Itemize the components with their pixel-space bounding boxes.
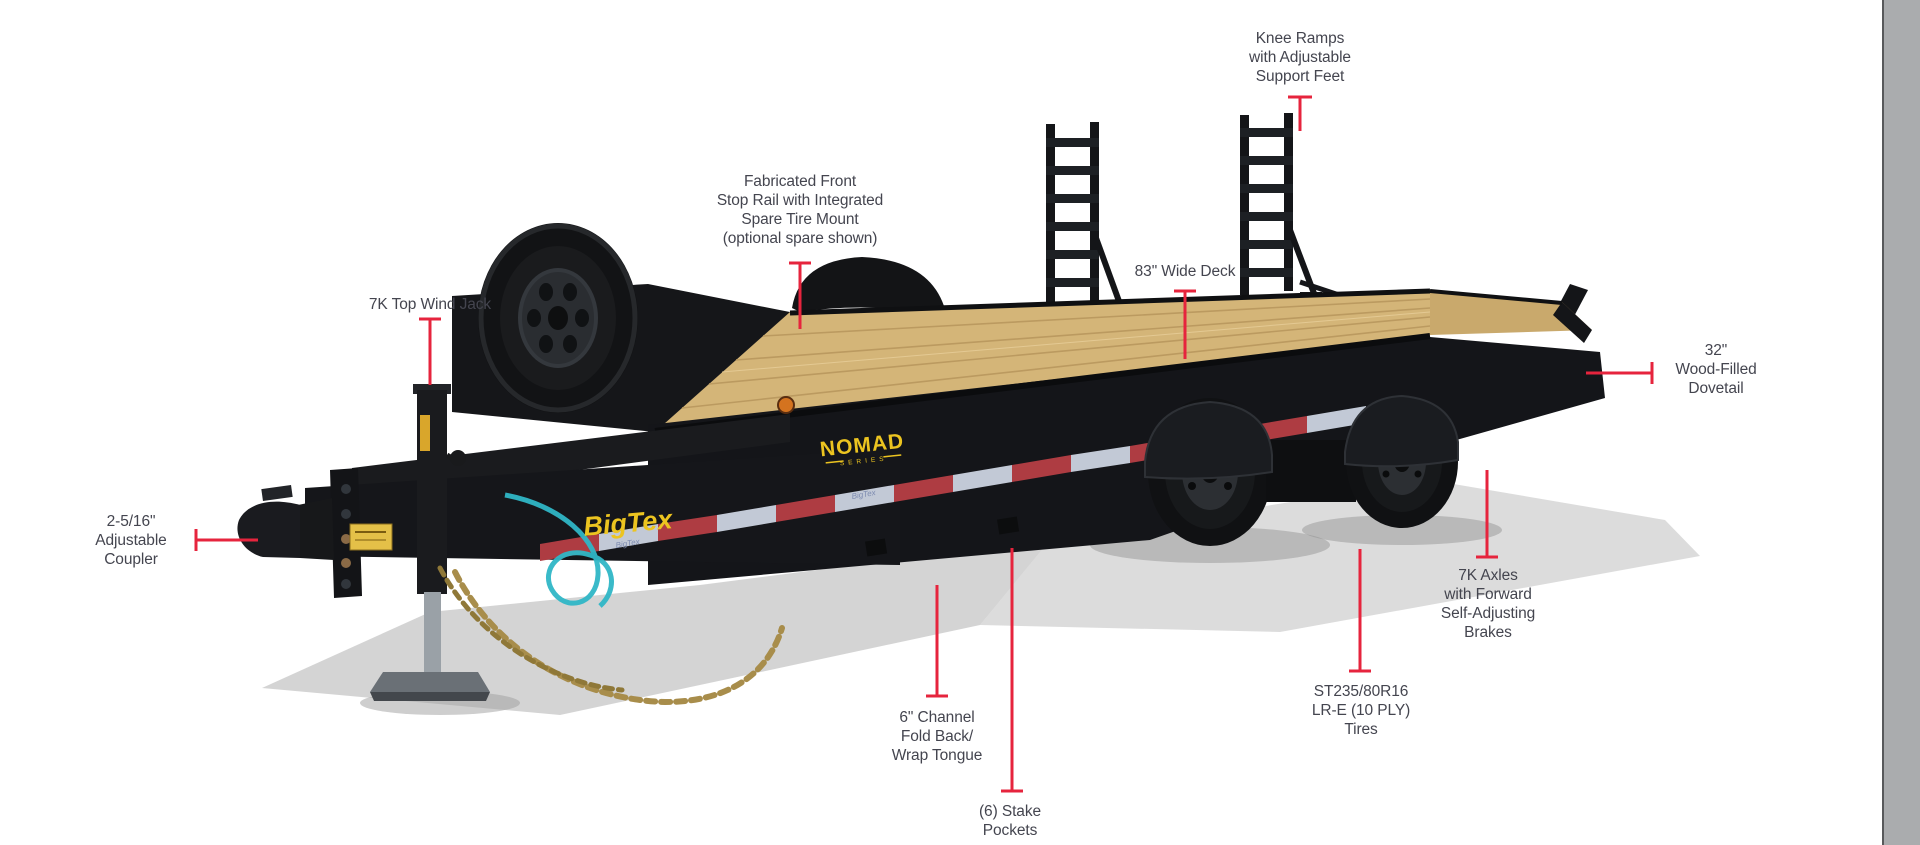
- viewer-side-strip: [1882, 0, 1920, 845]
- callout-axles: 7K Axles with Forward Self-Adjusting Bra…: [1440, 567, 1536, 641]
- callout-front-stop-rail: Fabricated Front Stop Rail with Integrat…: [716, 173, 884, 247]
- callout-dovetail: 32" Wood-Filled Dovetail: [1675, 342, 1757, 397]
- warning-sticker: [349, 523, 393, 551]
- leader-knee-ramps: [1288, 95, 1312, 131]
- far-fender: [792, 257, 944, 314]
- dovetail: [1429, 289, 1592, 343]
- callout-knee-ramps: Knee Ramps with Adjustable Support Feet: [1249, 30, 1351, 85]
- leader-lines: [194, 95, 1654, 793]
- svg-text:SERIES: SERIES: [840, 455, 888, 467]
- callout-wide-deck: 83" Wide Deck: [1134, 263, 1236, 280]
- tongue: [305, 414, 900, 565]
- top-wind-jack: [370, 384, 490, 701]
- leader-coupler: [194, 529, 258, 551]
- breakaway-cable: [504, 492, 614, 608]
- fenders: [1144, 394, 1459, 480]
- leader-top-wind-jack: [419, 317, 441, 385]
- callout-stake-pockets: (6) Stake Pockets: [979, 803, 1041, 839]
- leader-front-stop-rail: [789, 261, 811, 329]
- leader-axles: [1476, 470, 1498, 559]
- callout-tires: ST235/80R16 LR-E (10 PLY) Tires: [1311, 683, 1411, 738]
- coupler: [237, 468, 362, 598]
- spare-tire: [478, 223, 638, 413]
- safety-chains: [437, 565, 785, 706]
- leader-tires: [1349, 549, 1371, 673]
- suspension: [1266, 440, 1356, 502]
- callout-coupler: 2-5/16" Adjustable Coupler: [95, 513, 167, 568]
- callout-top-wind-jack: 7K Top Wind Jack: [368, 296, 492, 313]
- tape-brand-text: BigTex: [615, 537, 641, 550]
- leader-wide-deck: [1174, 289, 1196, 359]
- knee-ramp-left: [1046, 122, 1126, 307]
- wood-deck: [655, 288, 1431, 432]
- leader-dovetail: [1586, 362, 1654, 384]
- tape-brand-text: BigTex: [851, 488, 877, 501]
- leader-stake-pockets: [1001, 548, 1023, 793]
- amber-marker-light: [777, 396, 795, 414]
- callout-fold-back-tongue: 6" Channel Fold Back/ Wrap Tongue: [891, 709, 983, 764]
- leader-fold-back-tongue: [926, 585, 948, 698]
